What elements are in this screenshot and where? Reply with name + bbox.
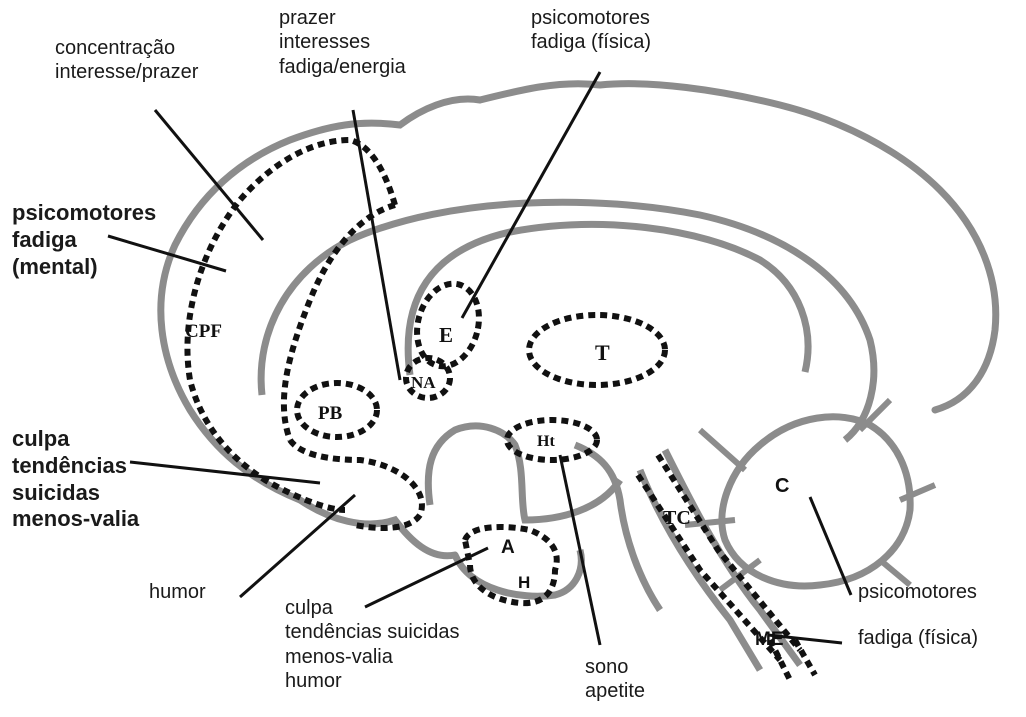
label-bottom-middle: culpa tendências suicidas menos-valia hu… (285, 596, 460, 694)
region-me: ME (755, 629, 784, 650)
label-right-fadiga: fadiga (física) (858, 627, 978, 650)
region-e: E (439, 323, 453, 347)
temporal-contour (428, 426, 620, 520)
pointer-psicomotores-top (462, 72, 600, 318)
label-humor: humor (149, 581, 206, 604)
label-right-psicomotores: psicomotores (858, 581, 977, 604)
label-left-lower: culpa tendências suicidas menos-valia (12, 426, 139, 533)
region-na: NA (411, 373, 436, 392)
cerebrum-outline (161, 84, 996, 556)
pointer-humor (240, 495, 355, 597)
pointer-concentracao (155, 110, 263, 240)
region-tc: TC (663, 507, 691, 529)
label-top-right: psicomotores fadiga (física) (531, 6, 651, 55)
region-cpf: CPF (185, 321, 222, 342)
cingulate-dotted (290, 440, 422, 528)
region-pb: PB (318, 403, 343, 424)
pointer-prazer (353, 110, 400, 380)
region-ht: Ht (537, 433, 555, 450)
label-left-upper: psicomotores fadiga (mental) (12, 200, 156, 280)
label-top-left: concentração interesse/prazer (55, 36, 198, 85)
label-top-middle: prazer interesses fadiga/energia (279, 6, 406, 79)
label-sono: sono apetite (585, 655, 645, 704)
region-a: A (501, 537, 515, 558)
pointer-sono (560, 455, 600, 645)
region-t: T (595, 340, 610, 365)
region-h: H (518, 573, 530, 592)
pointer-culpa-left (130, 462, 320, 483)
region-c: C (775, 475, 789, 497)
